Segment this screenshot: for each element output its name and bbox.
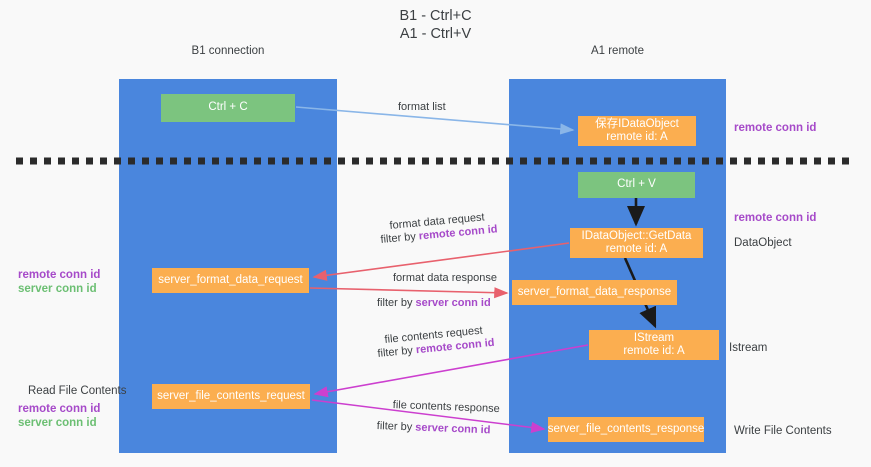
filter-by-text: filter by: [380, 230, 420, 246]
arrow-format-data-response: [309, 287, 509, 299]
filter-by-text: filter by: [376, 420, 416, 434]
annotation-left-server-conn-id-2: server conn id: [18, 417, 97, 429]
edge-label-file-contents-response: file contents response: [392, 399, 500, 416]
node-idataobject-getdata[interactable]: IDataObject::GetData remote id: A: [570, 228, 703, 258]
node-server-format-data-response[interactable]: server_format_data_response: [512, 280, 677, 305]
lane-header-b1: B1 connection: [191, 45, 265, 57]
node-server-format-data-request[interactable]: server_format_data_request: [152, 268, 309, 293]
annotation-remote-conn-id-top: remote conn id: [734, 122, 817, 134]
server-conn-id-text: server conn id: [415, 421, 491, 437]
annotation-dataobject: DataObject: [734, 237, 792, 249]
lane-header-a1: A1 remote: [590, 45, 645, 57]
annotation-left-server-conn-id: server conn id: [18, 283, 97, 295]
edge-label-format-list: format list: [398, 101, 446, 113]
node-server-file-contents-response[interactable]: server_file_contents_response: [548, 417, 704, 442]
annotation-istream: Istream: [729, 342, 768, 354]
edge-label-format-data-response: format data response: [393, 272, 497, 284]
node-ctrl-c[interactable]: Ctrl + C: [161, 94, 295, 122]
diagram-title: B1 - Ctrl+C A1 - Ctrl+V: [399, 8, 472, 42]
annotation-left-conn-ids-2: remote conn id server conn id: [18, 402, 100, 430]
annotation-left-conn-ids: remote conn id server conn id: [18, 268, 100, 296]
node-store-idataobject[interactable]: 保存IDataObject remote id: A: [578, 116, 696, 146]
node-server-file-contents-request[interactable]: server_file_contents_request: [152, 384, 310, 409]
annotation-read-file-contents: Read File Contents: [28, 385, 127, 397]
node-istream[interactable]: IStream remote id: A: [589, 330, 719, 360]
annotation-left-remote-conn-id-2: remote conn id: [18, 403, 101, 415]
edge-label-format-data-response-filter: filter by server conn id: [377, 297, 491, 310]
node-ctrl-v[interactable]: Ctrl + V: [578, 172, 695, 198]
annotation-left-remote-conn-id: remote conn id: [18, 269, 101, 281]
filter-by-text: filter by: [377, 297, 416, 309]
filter-by-text: filter by: [377, 344, 417, 360]
edge-label-file-contents-response-filter: filter by server conn id: [377, 420, 491, 437]
server-conn-id-text: server conn id: [415, 297, 491, 309]
annotation-write-file-contents: Write File Contents: [734, 425, 832, 437]
annotation-remote-conn-id-mid: remote conn id: [734, 212, 817, 224]
